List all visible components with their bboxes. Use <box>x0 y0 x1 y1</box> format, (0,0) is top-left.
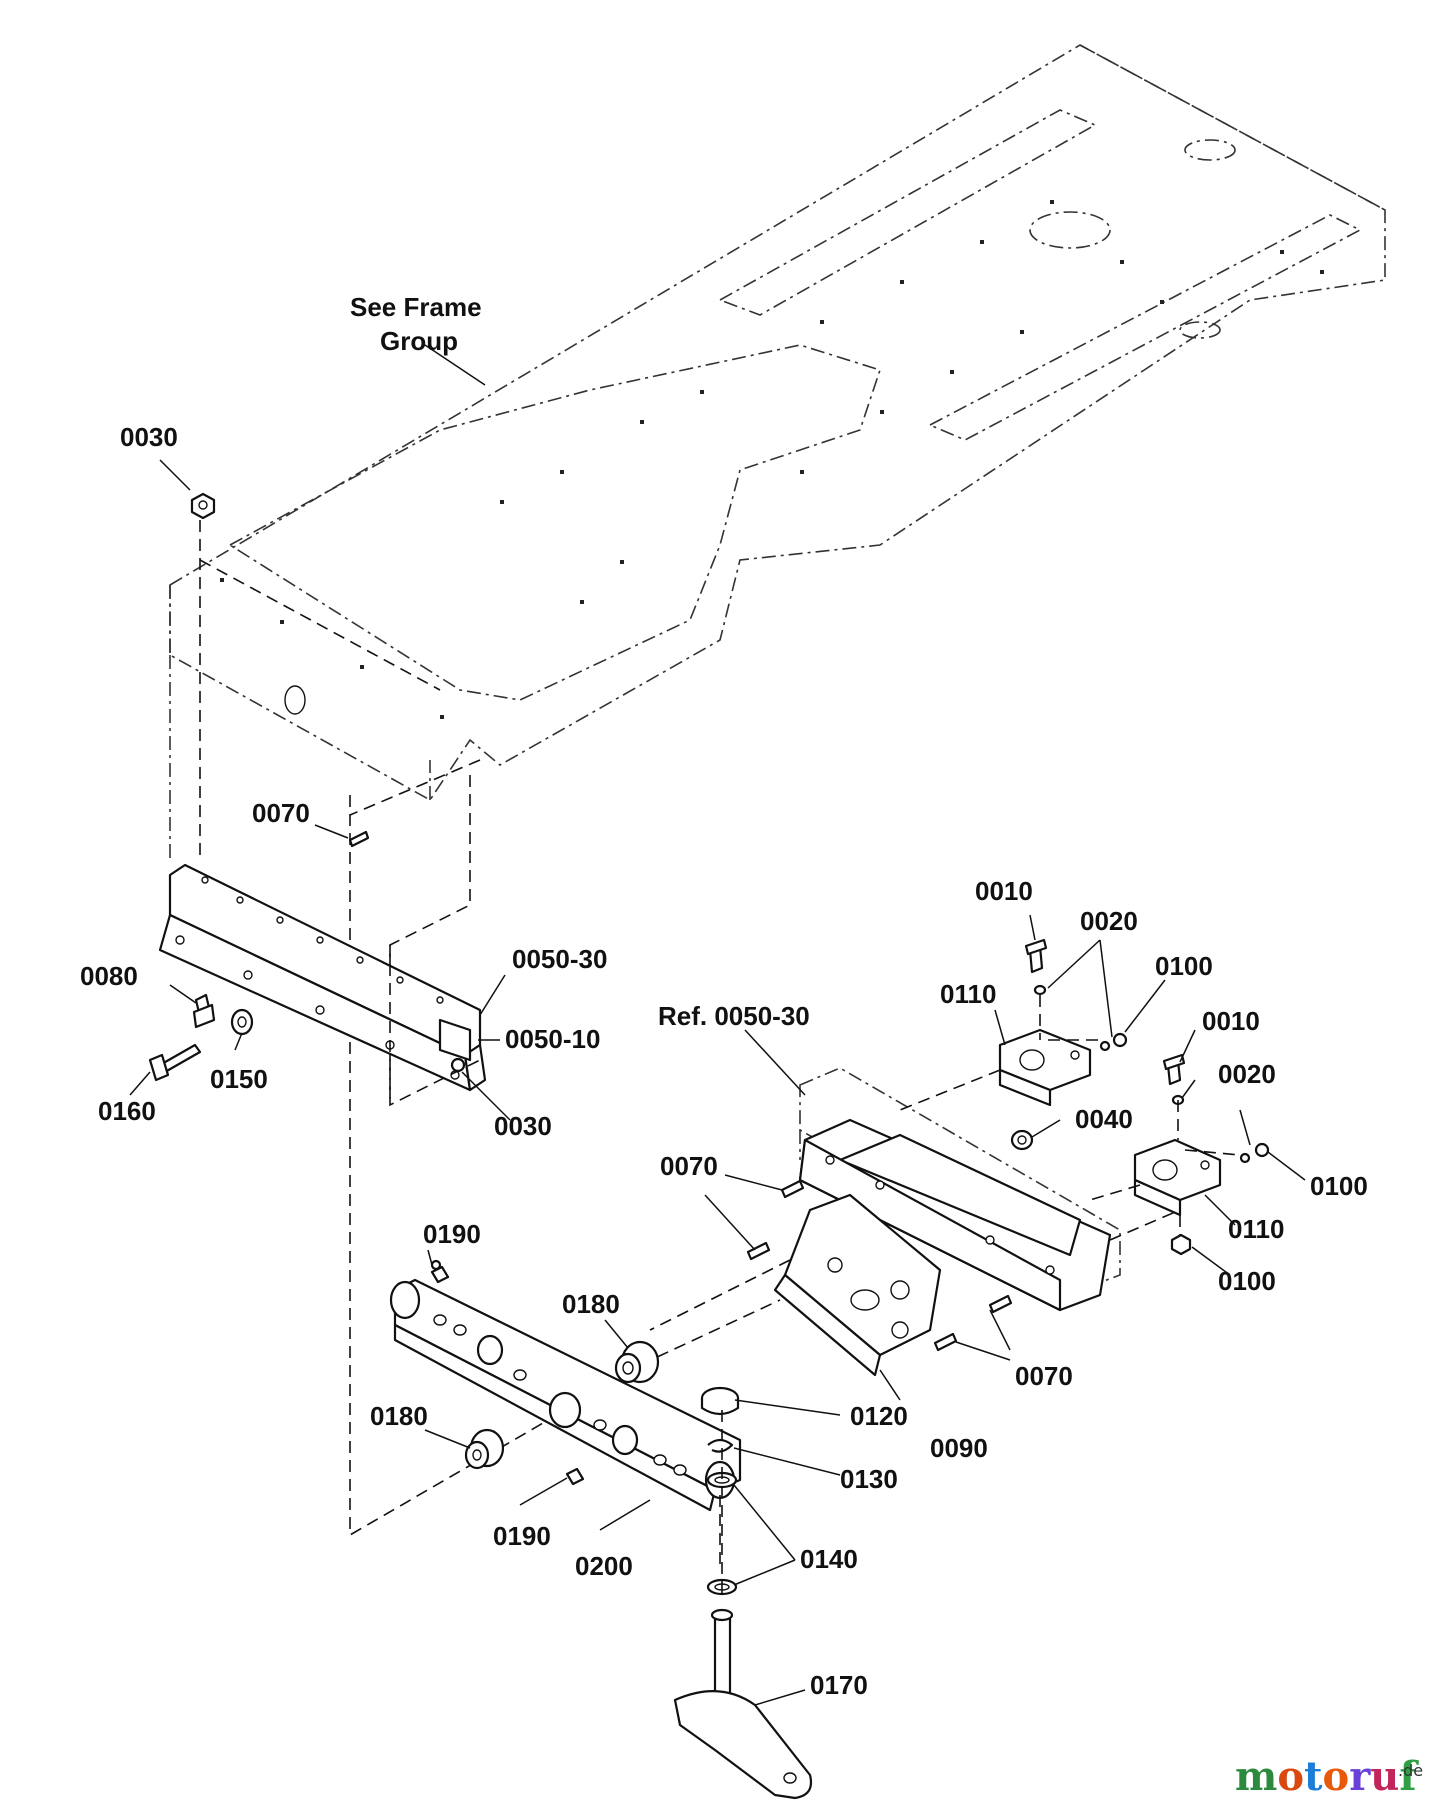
nut-0030-top <box>190 492 216 520</box>
label-0030-top: 0030 <box>120 422 178 452</box>
bolt-0070-mid <box>780 1179 805 1199</box>
front-axle-bracket <box>158 863 487 1107</box>
bolt-0010-lower <box>1162 1053 1186 1086</box>
spindle-0170 <box>673 1608 813 1800</box>
watermark-letter: u <box>1370 1753 1399 1800</box>
label-0090: 0090 <box>930 1433 988 1463</box>
ref-bracket-outline <box>799 1067 1121 1291</box>
label-0200: 0200 <box>575 1551 633 1581</box>
watermark-letter: o <box>1277 1753 1304 1800</box>
bolt-0160 <box>148 1043 202 1082</box>
label-0040: 0040 <box>1075 1104 1133 1134</box>
bolt-0070-right-a <box>988 1294 1013 1314</box>
axle-support-0090 <box>773 1193 942 1377</box>
grease-fitting-0190-bottom <box>565 1467 585 1486</box>
label-0070-right: 0070 <box>1015 1361 1073 1391</box>
spindle-dash-lines <box>719 1410 723 1600</box>
label-0050-10: 0050-10 <box>505 1024 600 1054</box>
label-0080: 0080 <box>80 961 138 991</box>
label-0010-lower: 0010 <box>1202 1006 1260 1036</box>
label-0180-mid: 0180 <box>562 1289 620 1319</box>
watermark-letter: f <box>1399 1753 1419 1800</box>
e-ring-0130 <box>707 1438 734 1453</box>
label-0120: 0120 <box>850 1401 908 1431</box>
label-0190-bottom: 0190 <box>493 1521 551 1551</box>
label-0150: 0150 <box>210 1064 268 1094</box>
label-0030-bottom: 0030 <box>494 1111 552 1141</box>
bolt-0010-upper <box>1024 938 1048 974</box>
label-0100-upper: 0100 <box>1155 951 1213 981</box>
label-0110-lower: 0110 <box>1228 1214 1284 1244</box>
watermark-text: motoruf <box>1235 1753 1419 1800</box>
nut-0100-lower-right <box>1239 1142 1270 1164</box>
nut-0100-upper <box>1099 1032 1128 1052</box>
watermark-letter: r <box>1349 1753 1371 1800</box>
part-labels: See Frame Group 0030 0070 0080 0160 0150… <box>80 292 1368 1700</box>
label-0180-left: 0180 <box>370 1401 428 1431</box>
bolt-0070-right-b <box>933 1332 958 1352</box>
label-0010-upper: 0010 <box>975 876 1033 906</box>
watermark-letter: o <box>1323 1753 1350 1800</box>
nut-0030-bottom <box>450 1057 466 1073</box>
label-0170: 0170 <box>810 1670 868 1700</box>
label-0100-bottom: 0100 <box>1218 1266 1276 1296</box>
bolt-0080 <box>192 993 216 1029</box>
cap-0120 <box>700 1386 740 1416</box>
grease-fitting-0190-top <box>430 1259 450 1284</box>
bolt-0070-lower-left <box>746 1241 771 1261</box>
pivot-mount-plate <box>798 1118 1112 1312</box>
label-0110-upper: 0110 <box>940 979 996 1009</box>
frame-holes <box>220 200 1324 719</box>
label-0070-left: 0070 <box>252 798 310 828</box>
right-dash-lines <box>639 995 1241 1366</box>
label-0020-lower: 0020 <box>1218 1059 1276 1089</box>
front-axle-0200 <box>389 1278 742 1512</box>
label-0100-right: 0100 <box>1310 1171 1368 1201</box>
bracket-0110-lower <box>1133 1138 1222 1217</box>
label-0140: 0140 <box>800 1544 858 1574</box>
bolt-0070-left <box>348 830 370 848</box>
label-ref-0050-30: Ref. 0050-30 <box>658 1001 810 1031</box>
watermark-logo: motoruf .de <box>1235 1753 1423 1800</box>
label-0050-30: 0050-30 <box>512 944 607 974</box>
bushing-0180-left <box>464 1428 505 1470</box>
nut-0100-bottom <box>1170 1233 1192 1256</box>
label-0130: 0130 <box>840 1464 898 1494</box>
watermark-letter: m <box>1235 1753 1277 1800</box>
leader-lines <box>129 344 1306 1706</box>
bushing-0180-mid <box>614 1340 660 1384</box>
label-group: Group <box>380 326 458 356</box>
label-0190-top: 0190 <box>423 1219 481 1249</box>
label-0020-upper: 0020 <box>1080 906 1138 936</box>
washer-0040 <box>1010 1129 1034 1151</box>
watermark-letter: t <box>1304 1753 1323 1800</box>
washer-0020-upper <box>1033 984 1047 996</box>
label-0160: 0160 <box>98 1096 156 1126</box>
frame-outline <box>169 44 1386 860</box>
frame-drop-lines <box>199 520 601 1537</box>
watermark-suffix: .de <box>1398 1761 1423 1780</box>
washer-0150 <box>230 1008 254 1036</box>
label-0070-mid: 0070 <box>660 1151 718 1181</box>
label-see-frame: See Frame <box>350 292 482 322</box>
bracket-0110-upper <box>998 1028 1092 1107</box>
